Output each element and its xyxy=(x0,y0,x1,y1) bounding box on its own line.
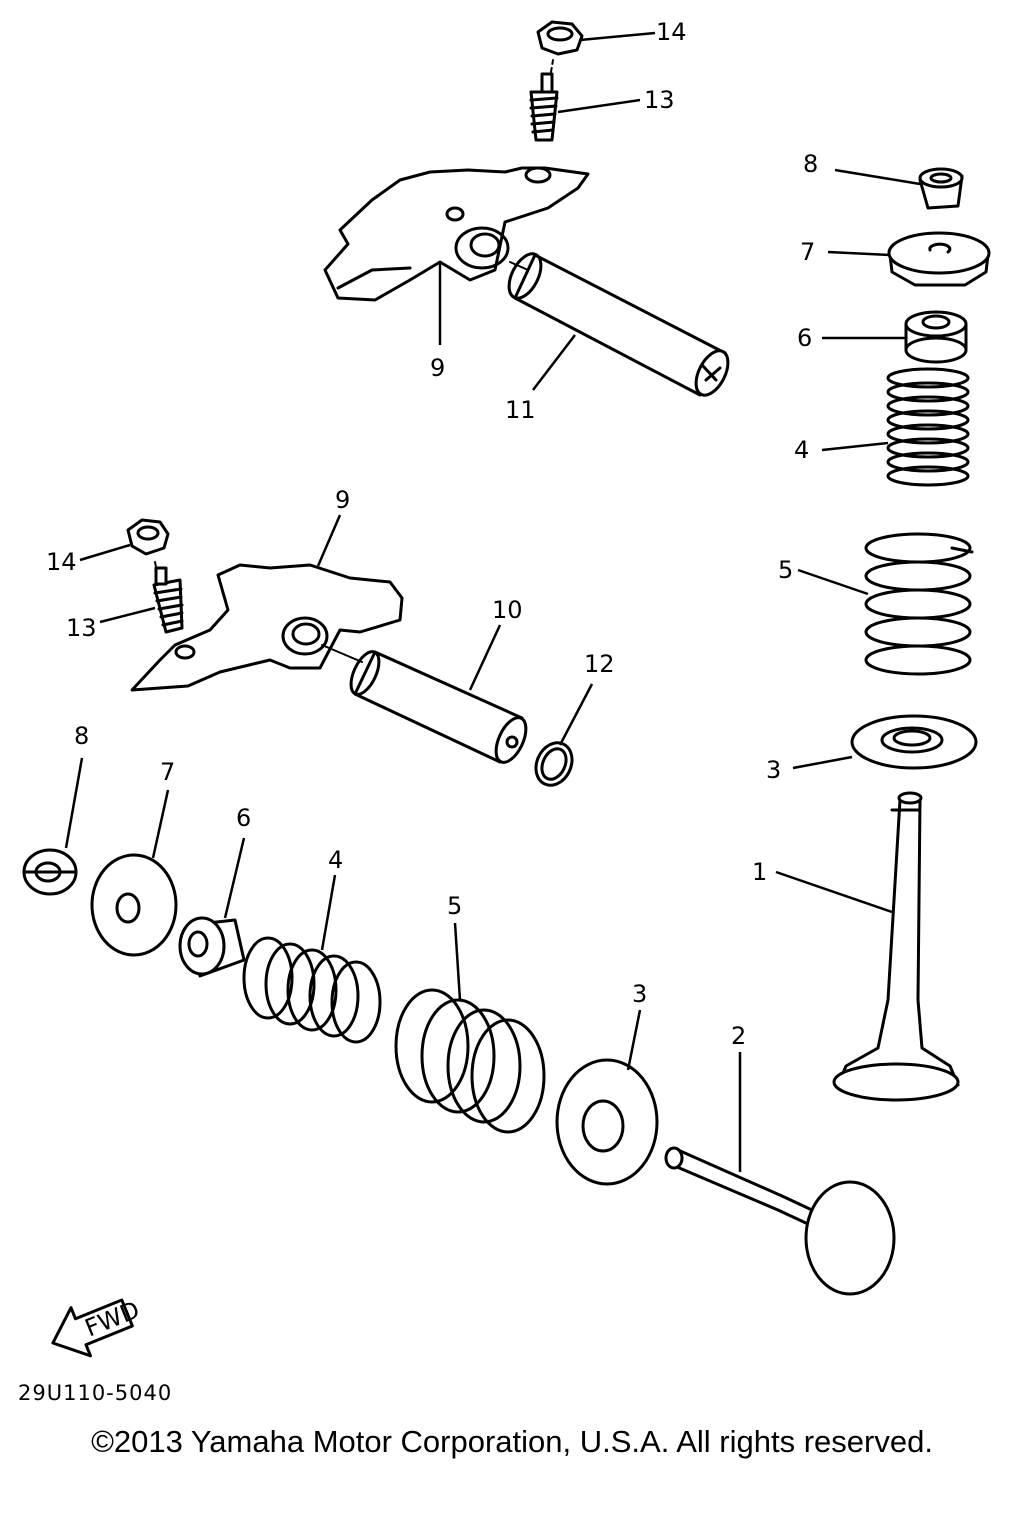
valve-cotter-left xyxy=(22,848,78,896)
callout-11: 11 xyxy=(505,396,536,424)
valve-retainer-left xyxy=(90,853,178,957)
callout-1: 1 xyxy=(752,858,767,886)
valve-stem-seal-left xyxy=(178,916,246,978)
callout-4-right: 4 xyxy=(794,436,809,464)
spring-seat-right xyxy=(850,714,978,770)
o-ring xyxy=(534,741,574,787)
callout-3-right: 3 xyxy=(766,756,781,784)
callout-8-left: 8 xyxy=(74,722,89,750)
nut-upper xyxy=(536,20,584,56)
outer-spring-left xyxy=(394,988,546,1134)
callout-4-left: 4 xyxy=(328,846,343,874)
callout-8-right: 8 xyxy=(803,150,818,178)
callout-13-lower: 13 xyxy=(66,614,97,642)
callout-9-lower: 9 xyxy=(335,486,350,514)
valve-right xyxy=(832,791,960,1102)
rocker-shaft-upper xyxy=(507,252,730,397)
outer-spring-right xyxy=(864,532,974,676)
callout-7-left: 7 xyxy=(160,758,175,786)
fwd-arrow-icon: FWD xyxy=(51,1296,143,1358)
valve-left xyxy=(664,1146,896,1296)
callout-14-lower: 14 xyxy=(46,548,77,576)
callout-6-left: 6 xyxy=(236,804,251,832)
nut-lower xyxy=(126,518,170,556)
callout-5-right: 5 xyxy=(778,556,793,584)
callout-7-right: 7 xyxy=(800,238,815,266)
valve-cotter-right xyxy=(918,167,964,210)
inner-spring-right xyxy=(886,367,970,487)
valve-stem-seal-right xyxy=(904,310,968,364)
callout-14-upper: 14 xyxy=(656,18,687,46)
callout-3-left: 3 xyxy=(632,980,647,1008)
spring-seat-left xyxy=(555,1058,659,1186)
valve-retainer-right xyxy=(887,231,991,287)
rocker-arm-lower xyxy=(130,563,404,692)
callout-13-upper: 13 xyxy=(644,86,675,114)
inner-spring-left xyxy=(242,936,382,1044)
rocker-shaft-lower xyxy=(349,650,528,764)
callout-5-left: 5 xyxy=(447,892,462,920)
callout-9-upper: 9 xyxy=(430,354,445,382)
adjusting-screw-upper xyxy=(529,72,559,142)
copyright-notice: ©2013 Yamaha Motor Corporation, U.S.A. A… xyxy=(91,1424,933,1459)
drawing-code: 29U110-5040 xyxy=(18,1381,173,1405)
callout-10: 10 xyxy=(492,596,523,624)
callout-12: 12 xyxy=(584,650,615,678)
callout-2: 2 xyxy=(731,1022,746,1050)
adjusting-screw-lower xyxy=(152,566,184,634)
rocker-arm-upper xyxy=(323,166,590,302)
callout-6-right: 6 xyxy=(797,324,812,352)
